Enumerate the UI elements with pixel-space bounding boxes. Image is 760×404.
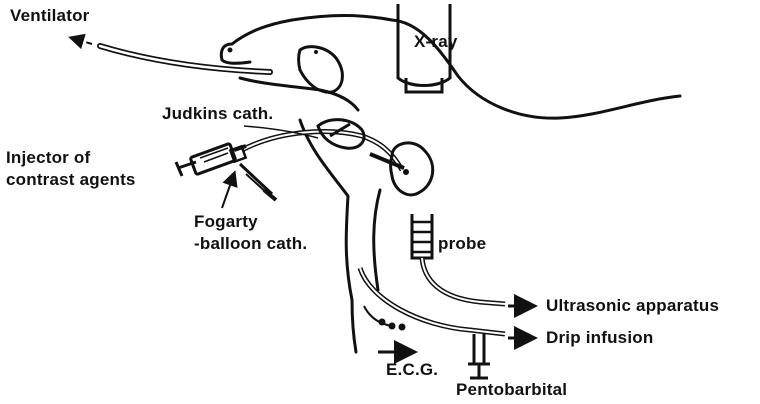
label-ventilator: Ventilator bbox=[10, 6, 89, 26]
ventilator-tube bbox=[100, 46, 270, 72]
label-fogarty-line2: -balloon cath. bbox=[194, 234, 307, 254]
catheter-hub bbox=[230, 146, 245, 161]
pentobarbital-syringe-icon bbox=[468, 334, 490, 378]
heart-target-dot bbox=[403, 169, 409, 175]
judkins-catheter bbox=[242, 132, 402, 170]
label-ecg: E.C.G. bbox=[386, 360, 438, 380]
label-injector-line1: Injector of bbox=[6, 148, 90, 168]
label-judkins: Judkins cath. bbox=[162, 104, 273, 124]
label-fogarty-line1: Fogarty bbox=[194, 212, 258, 232]
ultrasonic-probe-icon bbox=[412, 214, 432, 258]
nostril bbox=[228, 48, 233, 53]
label-drip: Drip infusion bbox=[546, 328, 653, 348]
label-injector-line2: contrast agents bbox=[6, 170, 136, 190]
fogarty-pointer-arrow bbox=[222, 174, 234, 208]
probe-cable bbox=[422, 258, 505, 304]
label-pentobarbital: Pentobarbital bbox=[456, 380, 567, 400]
judkins-catheter-inner bbox=[242, 132, 402, 170]
eye bbox=[314, 50, 318, 54]
label-ultrasonic: Ultrasonic apparatus bbox=[546, 296, 719, 316]
fogarty-syringe-icon bbox=[240, 164, 276, 200]
label-probe: probe bbox=[438, 234, 486, 254]
ventilator-arrow bbox=[72, 38, 92, 44]
label-xray: X-ray bbox=[414, 32, 458, 52]
heart-icon bbox=[370, 143, 433, 195]
